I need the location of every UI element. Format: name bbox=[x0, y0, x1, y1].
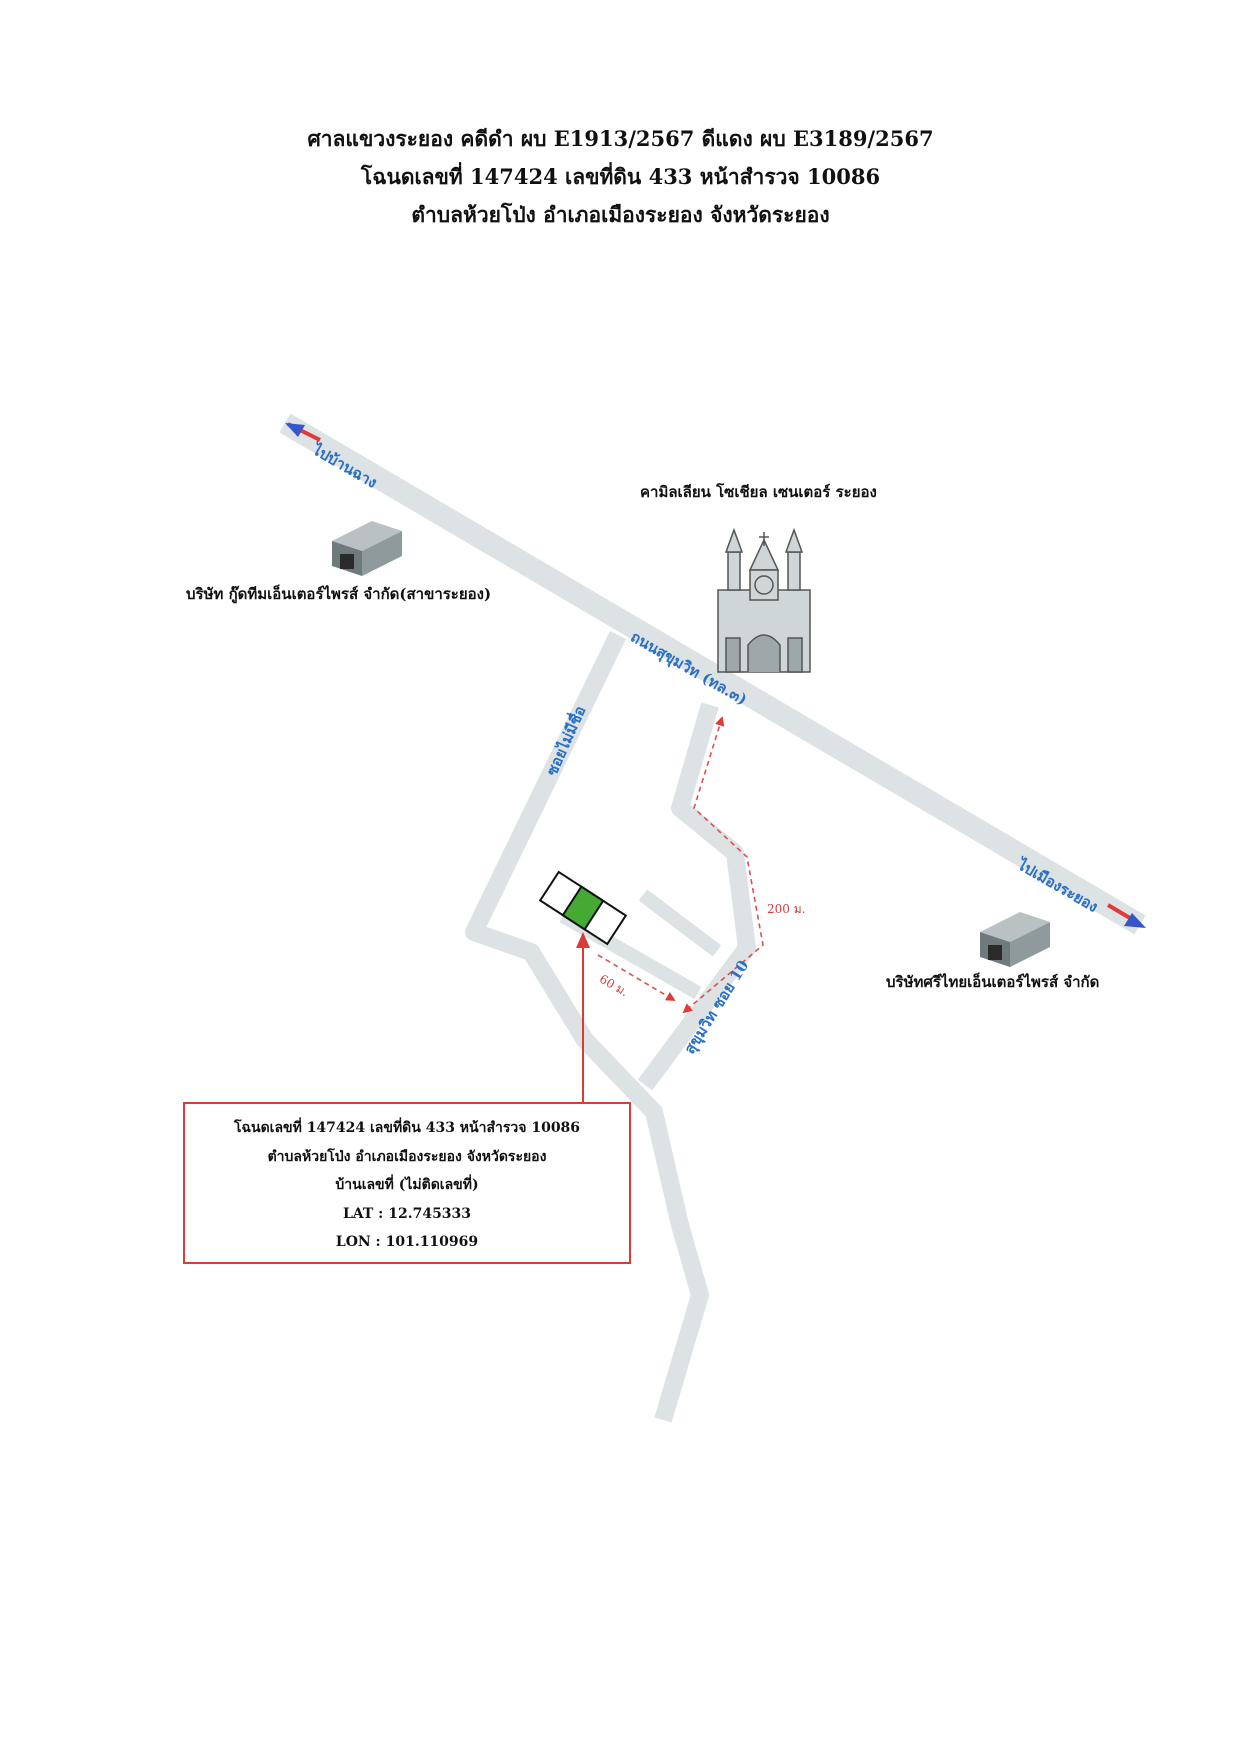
church-icon bbox=[717, 527, 811, 673]
info-location-line: ตำบลห้วยโป่ง อำเภอเมืองระยอง จังหวัดระยอ… bbox=[267, 1148, 547, 1165]
land-parcel-marker bbox=[538, 870, 628, 946]
unnamed-soi-road bbox=[465, 631, 709, 1423]
sukhumvit-road bbox=[279, 413, 1146, 935]
route-200m-dashed bbox=[682, 716, 764, 1014]
info-house-number-line: บ้านเลขที่ (ไม่ติดเลขที่) bbox=[335, 1177, 479, 1193]
document-header: ศาลแขวงระยอง คดีดำ ผบ E1913/2567 ดีแดง ผ… bbox=[0, 120, 1241, 234]
branch-road bbox=[638, 889, 722, 957]
parcel-info-box: โฉนดเลขที่ 147424 เลขที่ดิน 433 หน้าสำรว… bbox=[183, 1102, 631, 1264]
deed-number-line: โฉนดเลขที่ 147424 เลขที่ดิน 433 หน้าสำรว… bbox=[360, 164, 881, 189]
info-longitude: LON : 101.110969 bbox=[335, 1234, 479, 1250]
arrow-to-ban-chang bbox=[285, 422, 321, 442]
landmark-srithai-label: บริษัทศรีไทยเอ็นเตอร์ไพรส์ จำกัด bbox=[886, 973, 1100, 991]
distance-label-200m: 200 ม. bbox=[767, 902, 806, 916]
arrow-to-mueang-rayong bbox=[1106, 903, 1146, 928]
info-deed-line: โฉนดเลขที่ 147424 เลขที่ดิน 433 หน้าสำรว… bbox=[233, 1120, 581, 1136]
info-latitude: LAT : 12.745333 bbox=[342, 1205, 472, 1222]
pointer-arrowhead bbox=[576, 932, 590, 948]
case-number-line: ศาลแขวงระยอง คดีดำ ผบ E1913/2567 ดีแดง ผ… bbox=[307, 126, 934, 151]
warehouse-icon bbox=[332, 521, 402, 576]
landmark-camillian-label: คามิลเลียน โซเชียล เซนเตอร์ ระยอง bbox=[640, 483, 877, 501]
route-60m-dashed bbox=[597, 954, 676, 1001]
landmark-goodtime-label: บริษัท กู๊ดทีมเอ็นเตอร์ไพรส์ จำกัด(สาขาร… bbox=[186, 585, 492, 603]
location-line: ตำบลห้วยโป่ง อำเภอเมืองระยอง จังหวัดระยอ… bbox=[411, 202, 830, 227]
warehouse-icon bbox=[980, 912, 1050, 967]
